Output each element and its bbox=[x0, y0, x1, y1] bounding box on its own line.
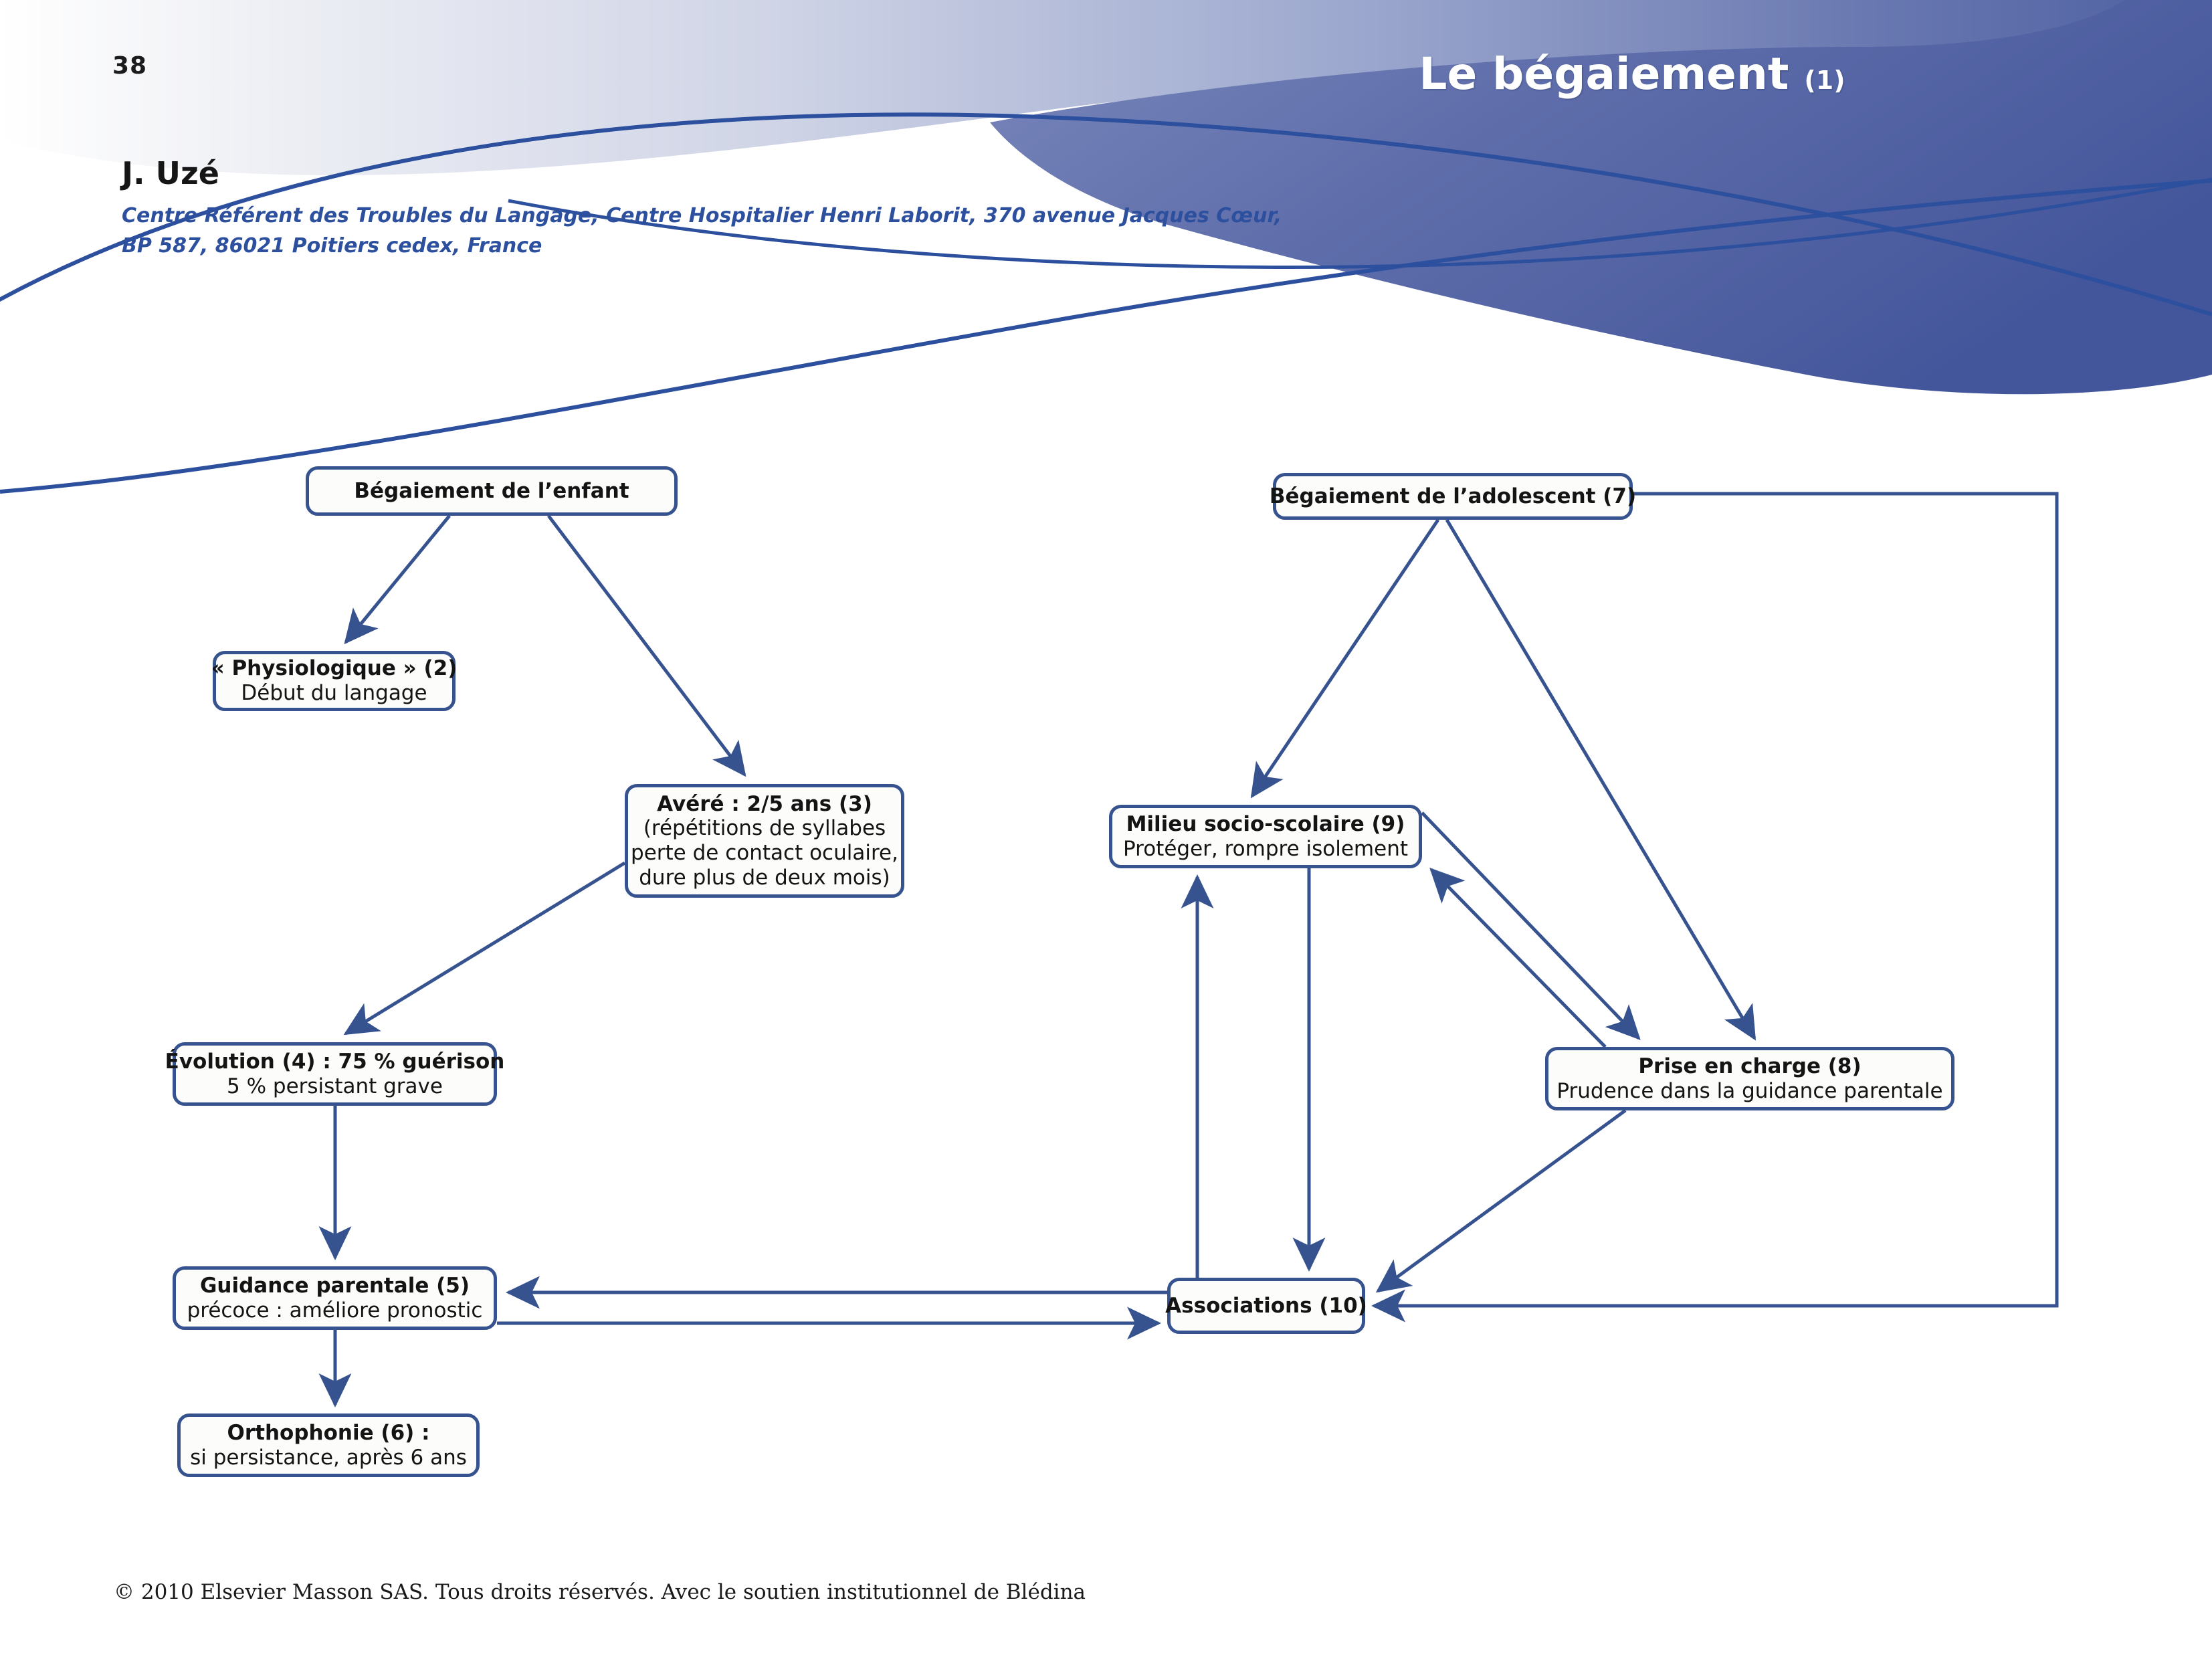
header-gradient-band bbox=[0, 0, 2212, 175]
node-orthophonie[interactable]: Orthophonie (6) : si persistance, après … bbox=[177, 1413, 480, 1477]
node-line: Protéger, rompre isolement bbox=[1123, 836, 1408, 861]
author-affiliation-line-1: Centre Référent des Troubles du Langage,… bbox=[122, 204, 1282, 227]
node-begaiement-adolescent[interactable]: Bégaiement de l’adolescent (7) bbox=[1269, 473, 1637, 520]
node-avere[interactable]: Avéré : 2/5 ans (3) (répétitions de syll… bbox=[625, 784, 904, 898]
header-decoration bbox=[0, 0, 2212, 395]
page-number: 38 bbox=[112, 52, 148, 80]
edge-n8-n9 bbox=[1429, 868, 1607, 1048]
page-title-text: Le bégaiement bbox=[1419, 48, 1789, 100]
node-line: Associations (10) bbox=[1165, 1293, 1367, 1318]
node-line: si persistance, après 6 ans bbox=[190, 1445, 467, 1470]
edge-n9-n8 bbox=[1421, 811, 1641, 1040]
node-evolution[interactable]: Évolution (4) : 75 % guérison 5 % persis… bbox=[165, 1042, 504, 1106]
header-curve-line-2 bbox=[508, 177, 2212, 269]
node-line: dure plus de deux mois) bbox=[639, 865, 890, 890]
author-name: J. Uzé bbox=[122, 155, 219, 191]
header-wave-group bbox=[0, 0, 2212, 395]
footer-copyright: © 2010 Elsevier Masson SAS. Tous droits … bbox=[114, 1580, 1086, 1604]
node-line: Avéré : 2/5 ans (3) bbox=[657, 791, 872, 816]
node-prise-en-charge[interactable]: Prise en charge (8) Prudence dans la gui… bbox=[1545, 1047, 1954, 1110]
node-physiologique[interactable]: « Physiologique » (2) Début du langage bbox=[211, 651, 458, 711]
node-line: « Physiologique » (2) bbox=[211, 656, 458, 681]
author-affiliation-line-2: BP 587, 86021 Poitiers cedex, France bbox=[122, 234, 542, 258]
edge-n7-n8 bbox=[1445, 518, 1756, 1041]
node-milieu-socio-scolaire[interactable]: Milieu socio-scolaire (9) Protéger, romp… bbox=[1109, 805, 1422, 868]
header-curve-line-1 bbox=[0, 112, 2212, 316]
header-blue-blob bbox=[990, 0, 2212, 395]
node-line: Évolution (4) : 75 % guérison bbox=[165, 1049, 505, 1074]
body-sweep-curve bbox=[0, 179, 2212, 494]
edge-n7-n9 bbox=[1250, 518, 1440, 799]
node-line: Début du langage bbox=[241, 681, 427, 705]
node-line: perte de contact oculaire, bbox=[631, 841, 898, 865]
edge-n1-n3 bbox=[547, 514, 746, 777]
edge-n1-n2 bbox=[344, 514, 451, 645]
body-curve-line bbox=[0, 179, 2212, 494]
node-line: Orthophonie (6) : bbox=[227, 1420, 430, 1445]
node-line: Bégaiement de l’enfant bbox=[354, 478, 629, 503]
node-line: Milieu socio-scolaire (9) bbox=[1126, 811, 1405, 836]
node-associations[interactable]: Associations (10) bbox=[1165, 1278, 1367, 1334]
node-line: Guidance parentale (5) bbox=[199, 1273, 470, 1298]
edge-n8-n10 bbox=[1375, 1108, 1627, 1293]
edge-n3-n4 bbox=[343, 861, 626, 1036]
page-title: Le bégaiement (1) bbox=[1351, 48, 1913, 100]
node-line: (répétitions de syllabes bbox=[643, 816, 886, 841]
node-begaiement-enfant[interactable]: Bégaiement de l’enfant bbox=[306, 466, 678, 516]
node-line: précoce : améliore pronostic bbox=[187, 1298, 483, 1323]
node-line: Bégaiement de l’adolescent (7) bbox=[1269, 484, 1637, 508]
page-title-suffix: (1) bbox=[1804, 66, 1845, 95]
node-line: Prudence dans la guidance parentale bbox=[1556, 1078, 1943, 1103]
edge-n7-n10 bbox=[1371, 492, 2059, 1323]
node-line: Prise en charge (8) bbox=[1638, 1054, 1862, 1078]
node-guidance-parentale[interactable]: Guidance parentale (5) précoce : amélior… bbox=[173, 1266, 497, 1330]
node-line: 5 % persistant grave bbox=[227, 1074, 443, 1098]
